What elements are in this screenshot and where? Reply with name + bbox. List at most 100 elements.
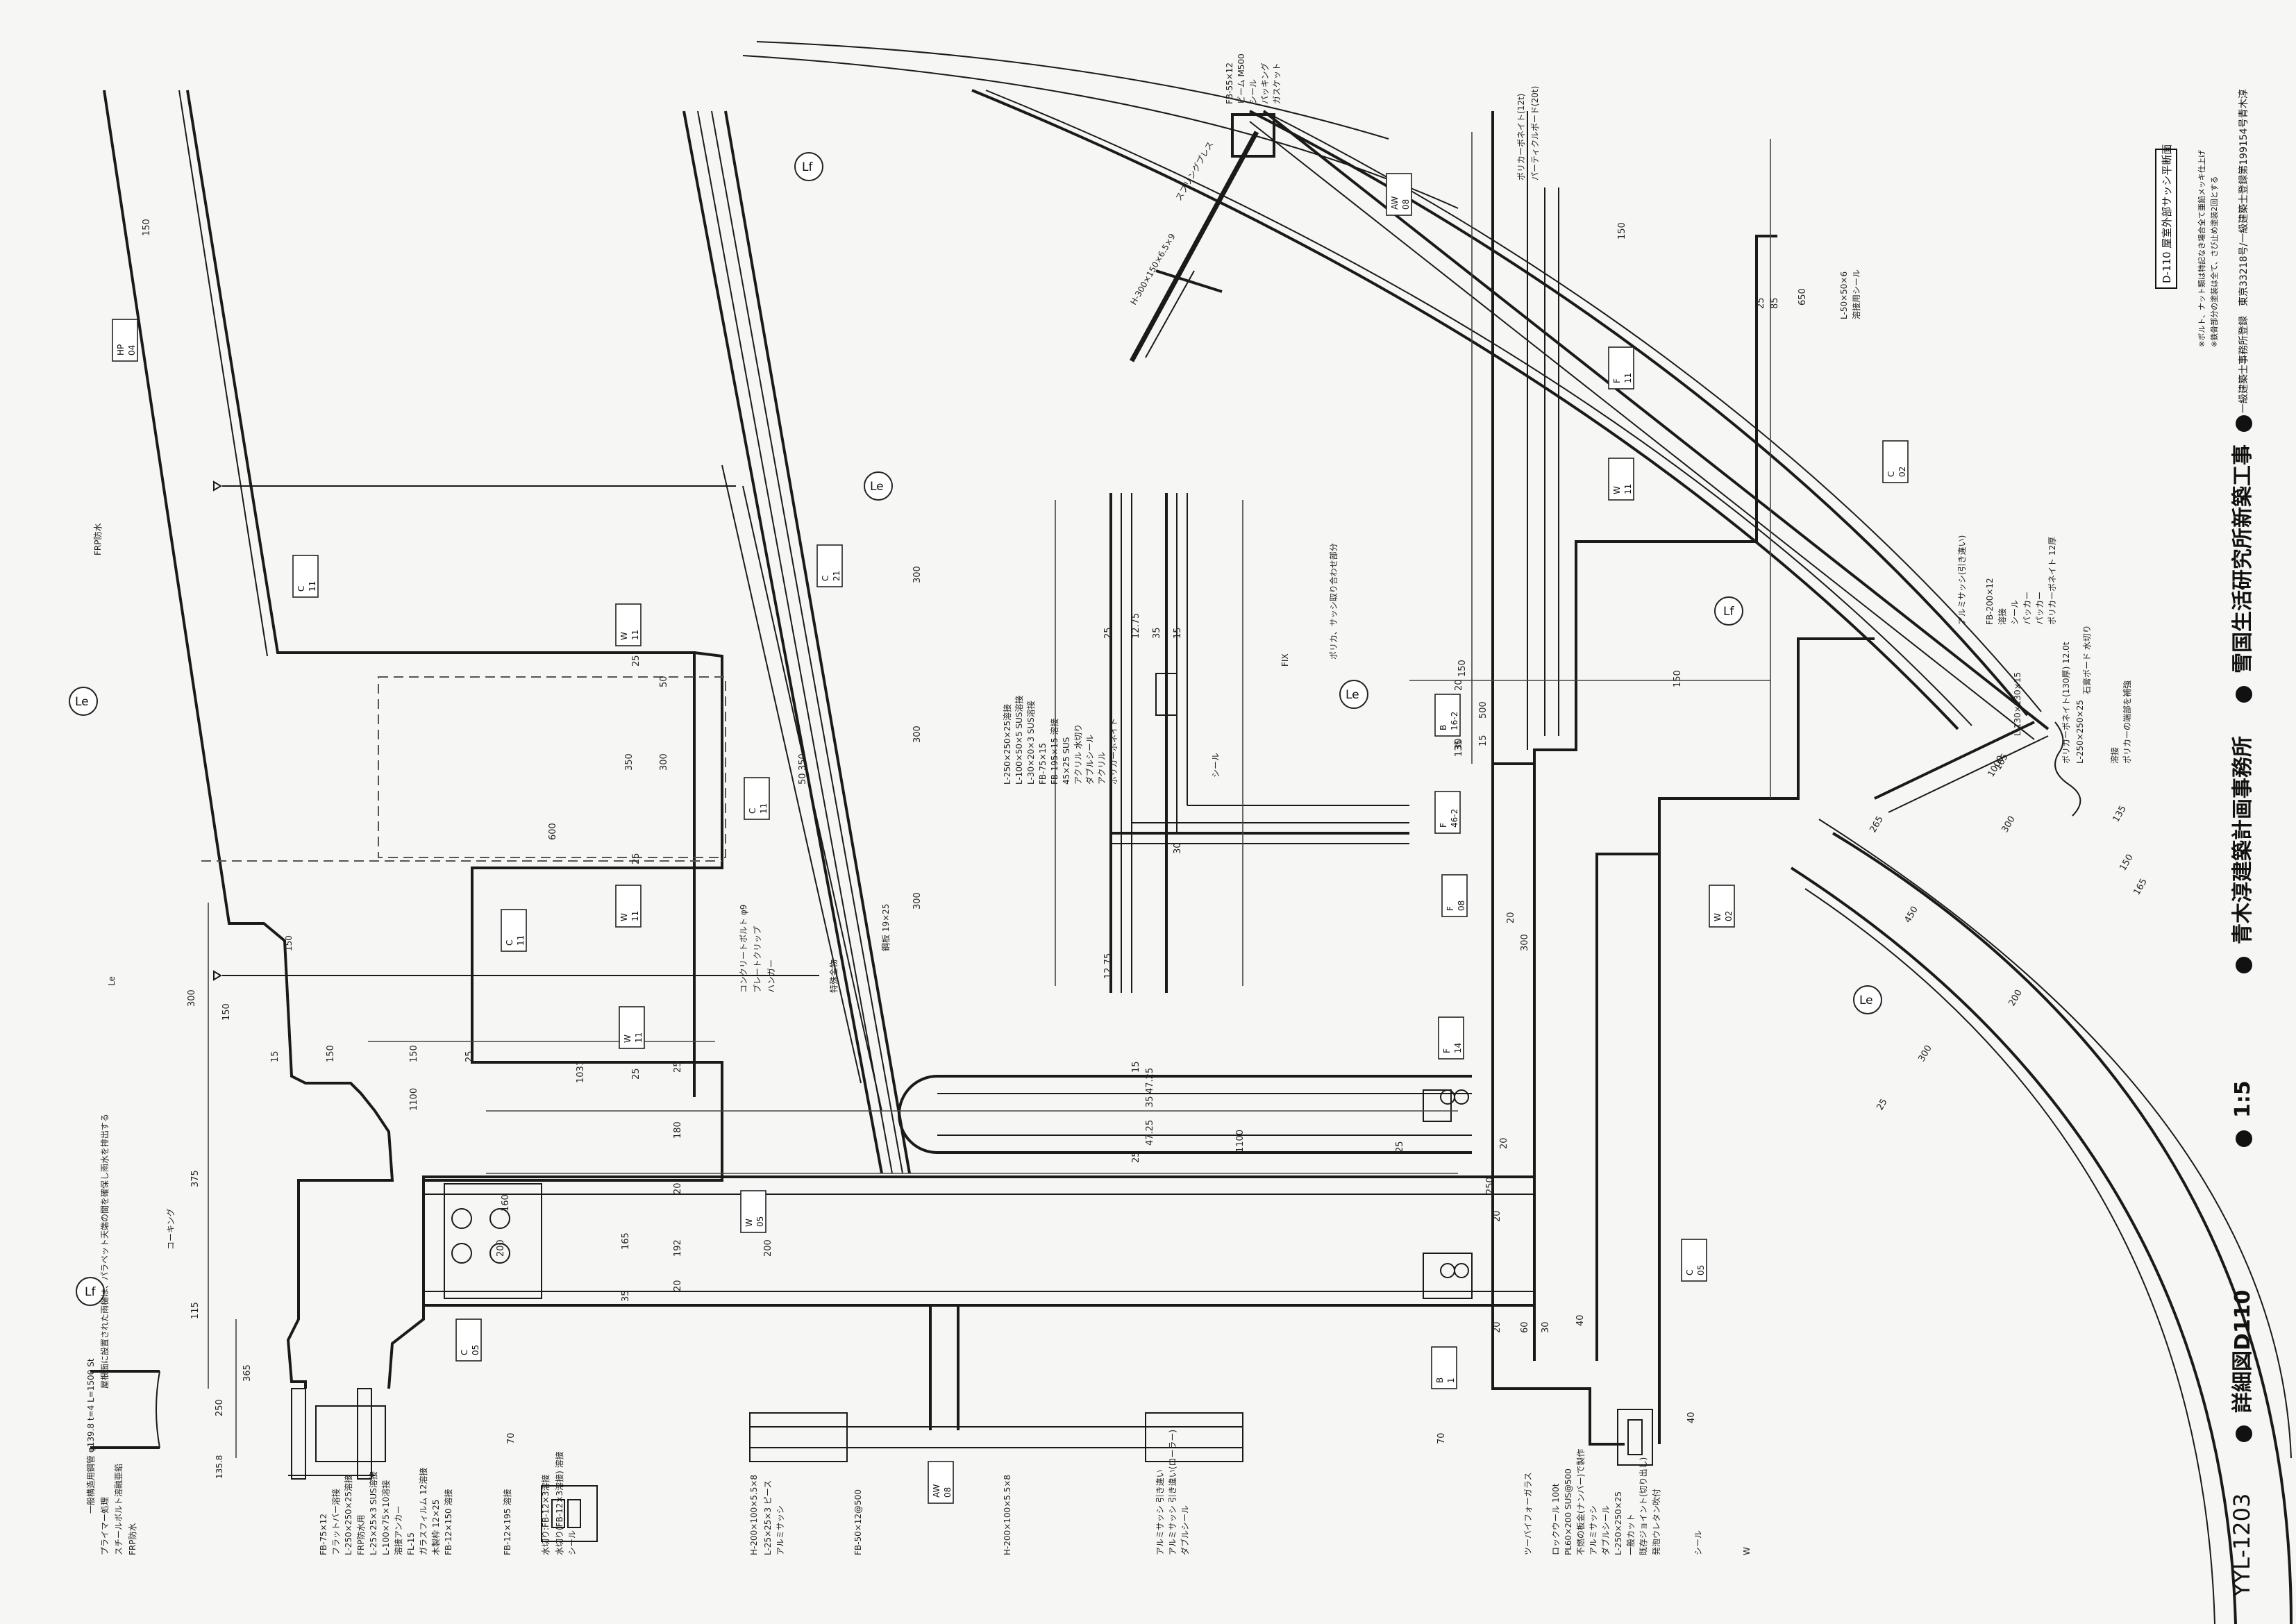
parapet-hidden-lines <box>201 676 726 862</box>
note: ポリカ、サッシ取り合わせ部分 <box>1328 543 1339 660</box>
note: L-250×250×25 <box>1614 1491 1623 1555</box>
note: アルミサッシ <box>776 1505 785 1555</box>
grid-bubble: Le <box>1853 985 1882 1014</box>
dim-label: 15 <box>1173 627 1183 639</box>
note: 木製枠 12×25 <box>431 1500 441 1555</box>
svg-text:Le: Le <box>1859 994 1873 1007</box>
dim-label: 1031 <box>576 1060 586 1083</box>
svg-text:AW: AW <box>1390 196 1400 210</box>
svg-text:11: 11 <box>1623 373 1633 383</box>
svg-text:B: B <box>1435 1378 1445 1383</box>
note: スプリングプレス <box>1173 140 1215 202</box>
note: L-50×50×6 <box>1839 271 1849 319</box>
lower-sash-frame <box>315 1305 1243 1462</box>
note: 不燃の板金(ナンバー)で製作 <box>1575 1449 1586 1555</box>
dim-label: 150 <box>1617 222 1627 240</box>
dim-label: 200 <box>763 1239 773 1257</box>
base-slab <box>422 1175 1536 1307</box>
dim-label: 20 <box>1492 1210 1502 1222</box>
dim-label: 12.75 <box>1103 953 1114 979</box>
dim-label: 25 <box>1103 627 1114 639</box>
svg-text:W: W <box>623 1035 632 1043</box>
dim-label: 47.25 <box>1145 1068 1155 1094</box>
note: 石膏ボード 水切り <box>2081 625 2092 694</box>
note: H-200×100×5.5×8 <box>1003 1475 1012 1555</box>
dim-label: 150 <box>142 219 152 236</box>
dim-label: 20 <box>673 1280 683 1291</box>
dim-label: 300 <box>912 566 923 583</box>
dim-label: 20 <box>673 1182 683 1194</box>
svg-text:04: 04 <box>127 345 137 355</box>
svg-text:11: 11 <box>630 630 640 640</box>
dim-label: 15 <box>270 1050 280 1062</box>
note: ガスケット <box>1272 62 1282 104</box>
right-stepped-wall <box>1491 111 1875 1466</box>
dim-label: 20 <box>1454 679 1464 691</box>
dim-label: 135 <box>1454 739 1464 757</box>
dim-label: 25 <box>631 1068 642 1080</box>
svg-text:W: W <box>1612 486 1622 494</box>
svg-text:02: 02 <box>1897 467 1907 477</box>
dim-label: 150 <box>409 1045 419 1062</box>
note: FB-50×12@500 <box>853 1489 863 1555</box>
svg-text:11: 11 <box>308 581 317 592</box>
svg-text:Le: Le <box>1346 688 1359 702</box>
dim-label: 165 <box>621 1232 631 1250</box>
general-note: ※ボルト、ナット類は特記なき場合全て亜鉛メッキ仕上げ <box>2197 150 2206 347</box>
svg-text:05: 05 <box>1696 1265 1706 1275</box>
svg-text:08: 08 <box>1401 199 1411 210</box>
note: パーティクルボード(20t) <box>1530 86 1540 181</box>
slanted-sash-wall <box>213 110 911 1174</box>
note: コーキング <box>166 1208 176 1250</box>
dim-label: 600 <box>548 823 558 840</box>
svg-text:02: 02 <box>1724 911 1734 921</box>
sheet-label-box <box>2155 149 2177 289</box>
dim-label: 70 <box>1436 1432 1447 1444</box>
note: アクリル <box>1097 752 1107 785</box>
dim-label: 85 <box>1770 297 1780 309</box>
annotation-notes: FRP防水 一般構造用鋼管 φ139.8 t=4 L=1500 St 屋根面に設… <box>85 53 2132 1555</box>
note: シール <box>1211 753 1221 778</box>
note: W <box>1742 1547 1752 1555</box>
dim-label: 165 <box>2131 877 2149 897</box>
svg-text:C: C <box>748 808 757 814</box>
grid-bubble: Le <box>69 687 98 716</box>
note: 鋼板 19×25 <box>881 904 891 951</box>
note: アルミサッシ 引き違い <box>1155 1469 1165 1555</box>
grid-bubble: Le <box>864 471 893 501</box>
dim-label: 150 <box>1673 670 1683 687</box>
note: FB-55×12 <box>1225 62 1234 104</box>
note: ボリカーボネイト <box>1109 718 1118 785</box>
dim-label: 300 <box>659 753 669 771</box>
dim-label: 150 <box>1457 660 1468 677</box>
dim-label: 12.75 <box>1131 613 1141 639</box>
svg-text:AW: AW <box>932 1484 941 1498</box>
dim-label: 350 <box>798 753 808 771</box>
svg-text:W: W <box>619 632 629 640</box>
svg-text:W: W <box>1713 913 1723 921</box>
note: 既存ジョイント(切り出し) <box>1639 1457 1648 1555</box>
note: 溶接用シール <box>1851 269 1861 319</box>
dim-label: 20 <box>1492 1321 1502 1333</box>
svg-text:Le: Le <box>870 480 884 494</box>
dim-label: 40 <box>1575 1314 1586 1326</box>
dim-label: 300 <box>912 892 923 910</box>
svg-text:C: C <box>1685 1270 1695 1275</box>
note: 150 <box>284 935 294 951</box>
dim-label: 650 <box>1798 288 1808 305</box>
note: L-30×20×3 SUS溶接 <box>1025 701 1036 785</box>
note: パッカー <box>2035 592 2045 625</box>
dim-label: 70 <box>506 1432 517 1444</box>
dim-label: 25 <box>1131 1151 1141 1163</box>
note: 溶接アンカー <box>393 1505 403 1555</box>
dim-label: 1100 <box>1235 1130 1246 1153</box>
svg-text:Lf: Lf <box>802 160 813 174</box>
